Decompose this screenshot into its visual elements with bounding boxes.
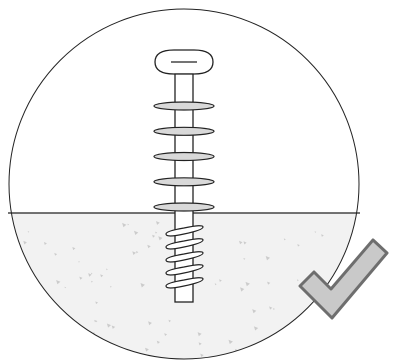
wall-speckle	[253, 326, 259, 331]
wall-speckle	[155, 231, 158, 234]
wall-speckle	[91, 280, 93, 283]
washer	[153, 177, 215, 187]
wall-speckle	[265, 256, 270, 261]
wall-speckle	[297, 279, 299, 282]
thread-turn	[165, 277, 204, 289]
wall-speckle	[267, 281, 271, 285]
wall-speckle	[243, 241, 247, 245]
wall-speckle	[111, 325, 116, 329]
wall-speckle	[90, 272, 93, 275]
wall-speckle	[239, 240, 243, 245]
wall-speckle	[23, 240, 27, 245]
wall-speckle	[145, 347, 149, 352]
wall-speckle	[147, 244, 151, 249]
wall-speckle	[273, 308, 275, 310]
wall-speckle	[315, 317, 317, 320]
wall-speckle	[240, 287, 245, 292]
wall-speckle	[67, 324, 70, 327]
wall-speckle	[200, 353, 204, 357]
wall-speckle	[198, 342, 202, 346]
wall-speckle	[54, 252, 58, 256]
wall-speckle	[245, 281, 250, 287]
wall-speckle	[168, 319, 171, 323]
wall-speckle	[283, 238, 286, 241]
screw-thread	[165, 225, 204, 289]
wall-speckle	[56, 280, 61, 285]
wall-speckle	[72, 247, 76, 251]
wall-speckle	[78, 261, 80, 263]
wall-speckle	[100, 274, 104, 278]
wall-speckle	[228, 339, 233, 345]
washer	[153, 101, 215, 111]
wall-speckle	[106, 268, 108, 271]
washer	[153, 151, 215, 162]
wall-speckle	[132, 251, 136, 255]
wall-speckle	[95, 301, 98, 305]
wall-speckle	[314, 231, 317, 233]
wall-speckle	[24, 292, 28, 295]
wall-speckle	[152, 234, 156, 238]
wall-speckle	[88, 273, 92, 277]
wall-speckle	[269, 306, 273, 310]
screw	[153, 49, 215, 303]
wall-speckle	[79, 276, 83, 280]
wall-speckle	[164, 333, 168, 336]
wall-speckle	[23, 263, 26, 267]
wall-speckle	[64, 286, 67, 289]
detail-circle	[8, 8, 360, 360]
wall-speckle	[140, 283, 145, 288]
wall-speckle	[32, 346, 37, 352]
wall-speckle	[43, 242, 47, 245]
check-mark-icon	[298, 238, 389, 320]
wall-speckle	[94, 319, 97, 323]
thread-turn	[165, 225, 204, 237]
wall-speckle	[252, 309, 257, 314]
wall-speckle	[148, 321, 152, 326]
screw-washers	[153, 101, 215, 212]
wall-speckle	[156, 340, 160, 344]
wall-speckle	[197, 332, 202, 337]
wall-speckle	[106, 323, 111, 328]
washer	[153, 202, 215, 212]
wall-speckle	[219, 279, 222, 282]
wall-speckle	[134, 230, 139, 235]
wall-speckle	[156, 221, 160, 225]
wall-speckle	[58, 318, 63, 323]
wall-speckle	[284, 341, 287, 344]
wall-speckle	[27, 231, 30, 233]
wall-speckle	[96, 339, 100, 343]
wall-speckle	[344, 345, 349, 350]
wall-speckle	[243, 257, 246, 260]
washer	[153, 126, 215, 136]
thread-turn	[165, 238, 204, 250]
wall-speckle	[15, 304, 18, 306]
wall-speckle	[31, 275, 35, 280]
thread-turn	[165, 264, 204, 276]
wall-speckle	[158, 236, 163, 241]
thread-turn	[165, 251, 204, 263]
wall-speckle	[321, 234, 324, 237]
wall-speckle	[127, 223, 130, 226]
wall-speckle	[110, 285, 112, 288]
wall-speckle	[135, 251, 139, 254]
wall-speckle	[122, 222, 127, 228]
wall-speckle	[297, 244, 300, 247]
wall-speckle	[17, 268, 21, 272]
wall-speckle	[214, 283, 217, 286]
